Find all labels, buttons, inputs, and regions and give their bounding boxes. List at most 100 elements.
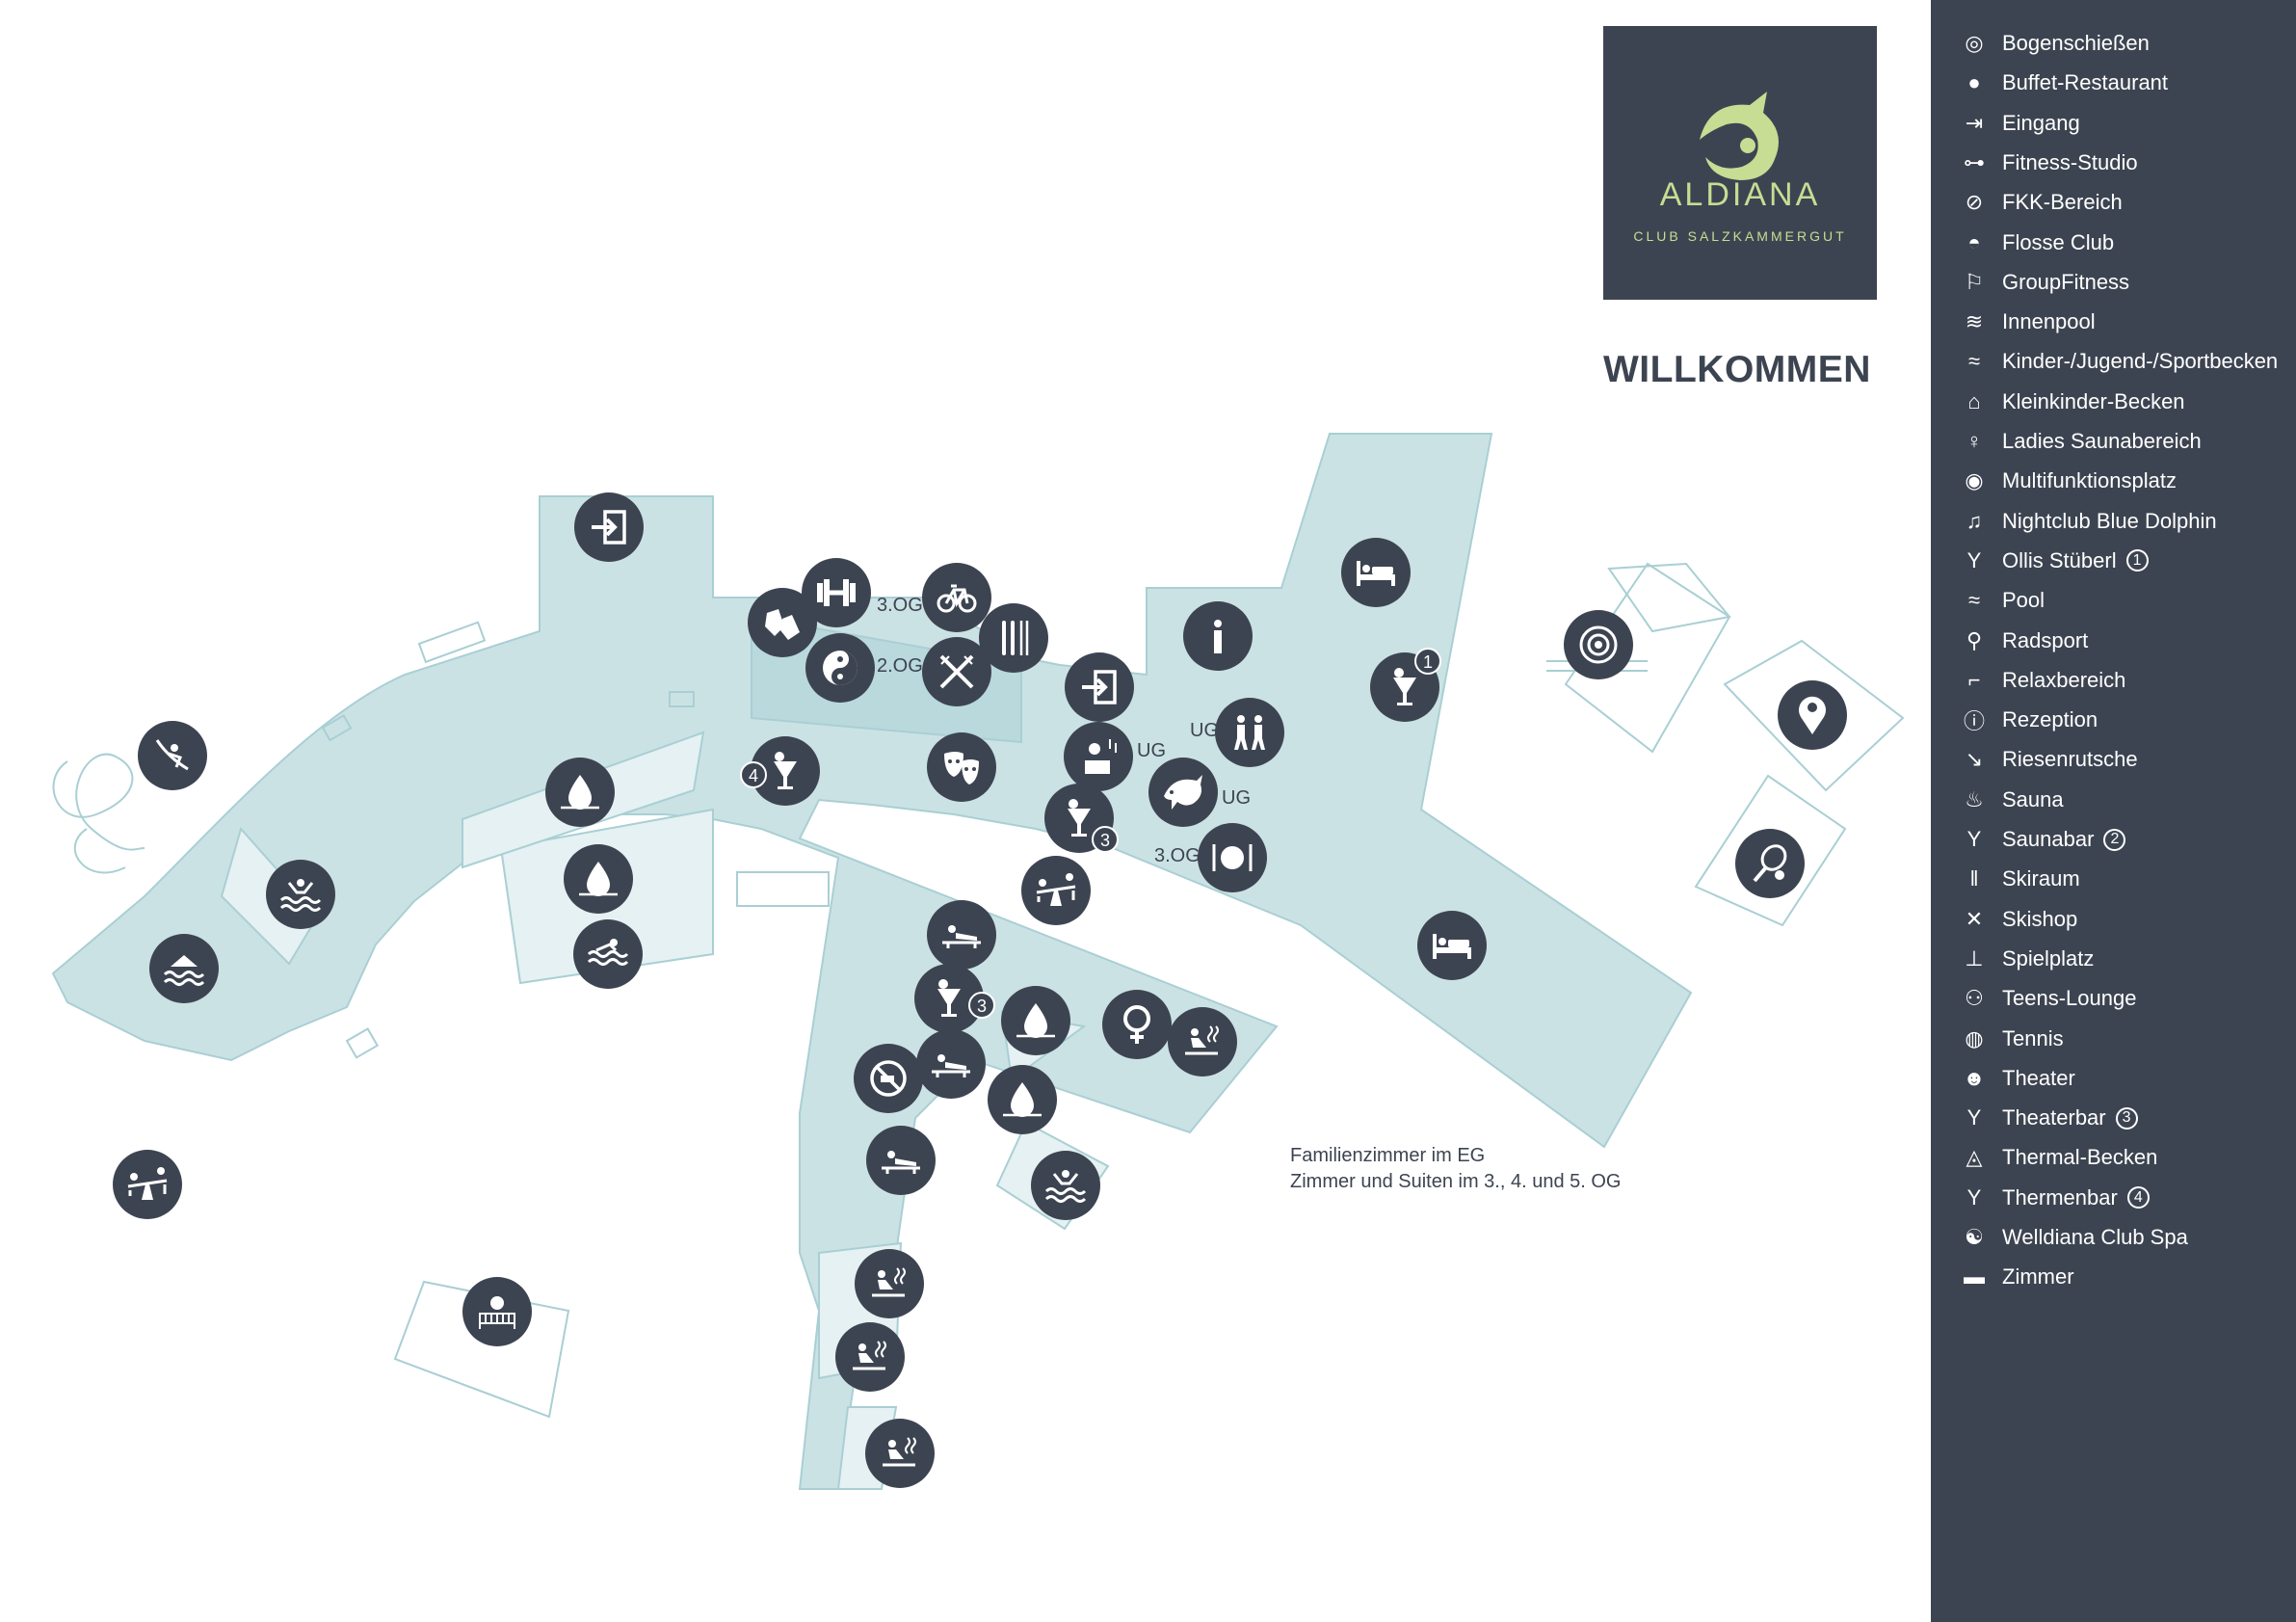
sauna-marker-1[interactable] <box>1168 1007 1237 1077</box>
thermal-pool-marker-1[interactable] <box>545 758 615 827</box>
sauna-marker-2[interactable] <box>855 1249 924 1318</box>
thermal-pool-marker-2[interactable] <box>564 844 633 914</box>
group-fitness-marker[interactable] <box>748 588 817 657</box>
ski-room-marker[interactable] <box>979 603 1048 673</box>
legend-label: Kleinkinder-Becken <box>2002 388 2185 413</box>
legend-item-20: ♨ Sauna <box>1962 783 2064 817</box>
archery-marker[interactable] <box>1564 610 1633 679</box>
relax-marker-3[interactable] <box>866 1126 936 1195</box>
fitness-marker[interactable] <box>802 558 871 627</box>
legend-item-8: ≋Innenpool <box>1962 305 2096 339</box>
swimmer-icon: ≈ <box>1967 349 1981 374</box>
volleyball-marker[interactable] <box>462 1277 532 1346</box>
legend-label: Radsport <box>2002 627 2089 652</box>
badge-4: 4 <box>749 766 758 785</box>
slide-icon: ↘ <box>1965 747 1984 772</box>
sauna-marker-3[interactable] <box>835 1322 905 1392</box>
spa-marker[interactable] <box>805 633 875 703</box>
legend-label: Skishop <box>2002 906 2078 931</box>
bicycle-icon: ⚲ <box>1966 627 1983 652</box>
legend-label: Welldiana Club Spa <box>2002 1225 2188 1249</box>
legend-label: Skiraum <box>2002 866 2080 891</box>
cocktail-icon: Y <box>1966 827 1982 851</box>
sports-pool-marker[interactable] <box>266 860 335 929</box>
legend-label: Flosse Club <box>2002 229 2115 254</box>
legend-number-badge: 2 <box>2103 828 2126 851</box>
legend-number-badge: 4 <box>2126 1186 2150 1210</box>
legend-label: Ollis Stüberl <box>2002 547 2117 572</box>
legend-label: Eingang <box>2002 110 2080 135</box>
legend-label: Teens-Lounge <box>2002 986 2137 1011</box>
sauna-marker-4[interactable] <box>865 1419 935 1488</box>
legend-label: Rezeption <box>2002 707 2098 732</box>
tennis-marker[interactable] <box>1735 829 1805 898</box>
fkk-icon: ⊘ <box>1965 190 1984 215</box>
teens-lounge-marker[interactable] <box>1215 698 1284 767</box>
cocktail-icon: Y <box>1966 1184 1982 1210</box>
map-badges: 4 3 3 1 <box>740 648 1441 1019</box>
pool-marker-2[interactable] <box>1031 1151 1100 1220</box>
playground-marker-1[interactable] <box>1021 856 1091 925</box>
legend-label: Saunabar <box>2002 827 2095 851</box>
dolphin-icon: ◓ <box>1967 229 1981 254</box>
legend-label: Thermal-Becken <box>2002 1145 2158 1170</box>
multi-purpose-marker[interactable] <box>1778 680 1847 750</box>
entrance-marker-1[interactable] <box>574 492 644 562</box>
cocktail-icon: Y <box>1966 547 1982 572</box>
legend-label: Theaterbar <box>2002 1105 2106 1130</box>
playground-marker-2[interactable] <box>113 1150 182 1219</box>
target-icon: ◎ <box>1965 31 1984 55</box>
legend-label: Relaxbereich <box>2002 667 2126 692</box>
legend-item-26: ◍Tennis <box>1962 1022 2063 1056</box>
legend-panel: ◎Bogenschießen●Buffet-Restaurant⇥Eingang… <box>1931 0 2296 1622</box>
reception-marker[interactable] <box>1183 601 1253 671</box>
room-note-line-2: Zimmer und Suiten im 3., 4. und 5. OG <box>1290 1171 1622 1192</box>
legend-item-12: ◉Multifunktionsplatz <box>1962 464 2177 498</box>
legend-item-22: ‖Skiraum <box>1962 862 2080 896</box>
legend-label: GroupFitness <box>2002 269 2130 294</box>
badge-1: 1 <box>1423 652 1433 672</box>
ski-shop-marker[interactable] <box>922 637 991 706</box>
entrance-marker-2[interactable] <box>1065 652 1134 722</box>
restaurant-marker[interactable] <box>1198 823 1267 892</box>
badge-3-b: 3 <box>977 997 987 1016</box>
map-markers[interactable] <box>113 492 1847 1488</box>
ladies-sauna-marker[interactable] <box>1102 990 1172 1059</box>
saunabar-marker[interactable] <box>914 964 984 1033</box>
legend-item-5: ⊘FKK-Bereich <box>1962 185 2123 220</box>
pool-marker-1[interactable] <box>573 919 643 989</box>
floor-label-ug-b: UG <box>1190 720 1219 741</box>
tennis-icon: ◍ <box>1965 1025 1984 1050</box>
legend-item-4: ⊶Fitness-Studio <box>1962 146 2138 180</box>
legend-label: Kinder-/Jugend-/Sportbecken <box>2002 349 2279 374</box>
welcome-heading: WILLKOMMEN <box>1603 349 1871 390</box>
legend-item-6: ◓ Flosse Club <box>1962 226 2114 260</box>
room-note-line-1: Familienzimmer im EG <box>1290 1145 1486 1166</box>
relax-marker-2[interactable] <box>916 1029 986 1099</box>
legend-item-24: ⊥Spielplatz <box>1962 942 2094 976</box>
thermal-pool-marker-4[interactable] <box>988 1065 1057 1134</box>
nightclub-marker[interactable] <box>1064 722 1133 791</box>
fkk-marker[interactable] <box>854 1044 923 1113</box>
slide-marker[interactable] <box>138 721 207 790</box>
thermenbar-marker[interactable] <box>751 736 820 806</box>
room-note: Familienzimmer im EG Zimmer und Suiten i… <box>1290 1143 1621 1195</box>
relax-marker-1[interactable] <box>927 900 996 970</box>
room-marker-1[interactable] <box>1341 538 1411 607</box>
sauna-icon: ♨ <box>1965 786 1984 811</box>
legend-label: Bogenschießen <box>2002 31 2150 55</box>
legend-label: Ladies Saunabereich <box>2002 429 2202 453</box>
legend-item-16: ⚲ Radsport <box>1962 624 2088 658</box>
legend-label: Sauna <box>2002 786 2064 811</box>
floor-label-ug-a: UG <box>1137 740 1166 761</box>
bicycle-marker[interactable] <box>922 563 991 632</box>
kids-pool-marker[interactable] <box>149 934 219 1003</box>
thermal-pool-marker-3[interactable] <box>1001 986 1070 1055</box>
room-marker-2[interactable] <box>1417 911 1487 980</box>
legend-item-2: ●Buffet-Restaurant <box>1962 66 2168 100</box>
flosse-club-marker[interactable] <box>1148 758 1218 827</box>
theater-marker[interactable] <box>927 732 996 802</box>
waves-icon: ≈ <box>1967 588 1981 613</box>
legend-item-27: ☻Theater <box>1962 1061 2074 1096</box>
legend-label: Spielplatz <box>2002 945 2095 971</box>
